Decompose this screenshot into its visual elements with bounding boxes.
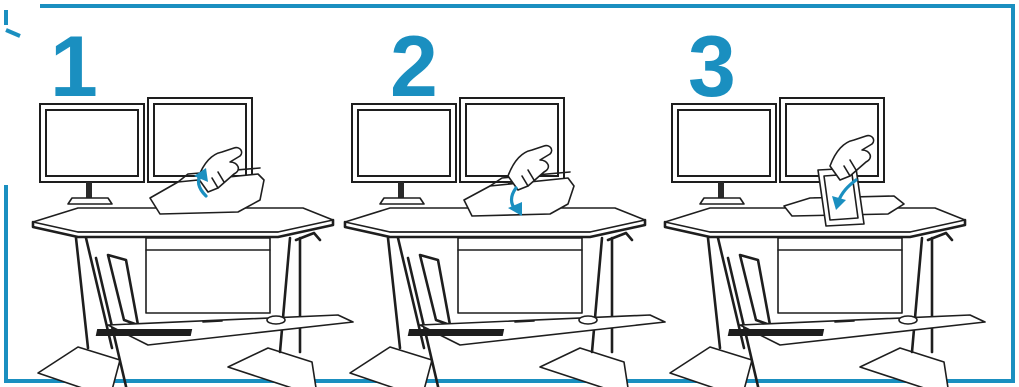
step-3-panel: 3: [665, 19, 985, 387]
step-2-panel: 2: [345, 19, 665, 387]
step-3-number: 3: [688, 19, 736, 115]
blue-border-corner-tick: [6, 30, 20, 36]
step-1-panel: 1: [33, 19, 353, 387]
step-2-number: 2: [390, 19, 438, 115]
step-1-number: 1: [50, 19, 98, 115]
